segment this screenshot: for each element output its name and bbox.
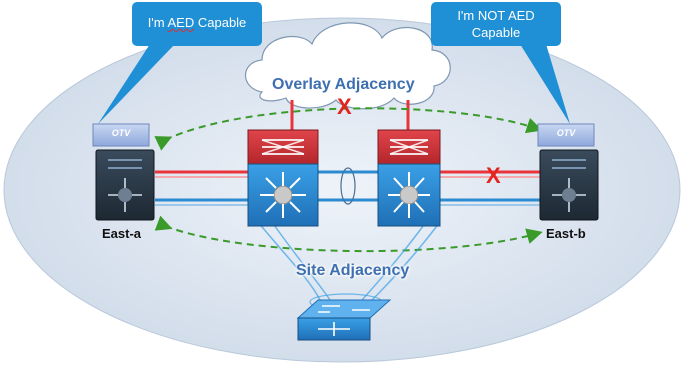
east-a-label: East-a [102,226,142,241]
overlay-adjacency-label: Overlay Adjacency [272,76,415,93]
links [155,100,540,206]
callout-left-suffix: Capable [194,15,247,30]
callout-left-prefix: I'm [147,15,168,30]
callout-left-aed: AED [167,15,195,30]
overlay-cloud [245,22,451,110]
x-mark-link: X [486,163,501,188]
callout-left [98,2,262,124]
east-b-switch [539,149,599,221]
aggregation-switch-right [377,129,441,227]
aggregation-switch-left [247,129,319,227]
site-adjacency-label: Site Adjacency [296,262,410,279]
otv-box-right [537,123,595,147]
otv-box-left [92,123,150,147]
green-dashed-arrow-bottom [154,215,543,253]
x-mark-overlay: X [337,94,352,119]
overlay-arrows [154,107,543,253]
callout-right-text: I'm NOT AED Capable [431,7,561,41]
otv-label-right: OTV [556,128,576,138]
site-switch [296,299,392,341]
east-b-label: East-b [546,226,586,241]
callout-right [431,2,570,124]
east-a-switch [95,149,155,221]
callout-left-text: I'm AED Capable [132,14,262,31]
callout-right-line2: Capable [471,25,521,40]
green-dashed-arrow-top [154,107,543,151]
site-ellipse [3,17,681,363]
otv-label-left: OTV [111,128,131,138]
port-channel-ring [340,167,356,205]
callout-right-line1: I'm NOT AED [457,8,535,23]
